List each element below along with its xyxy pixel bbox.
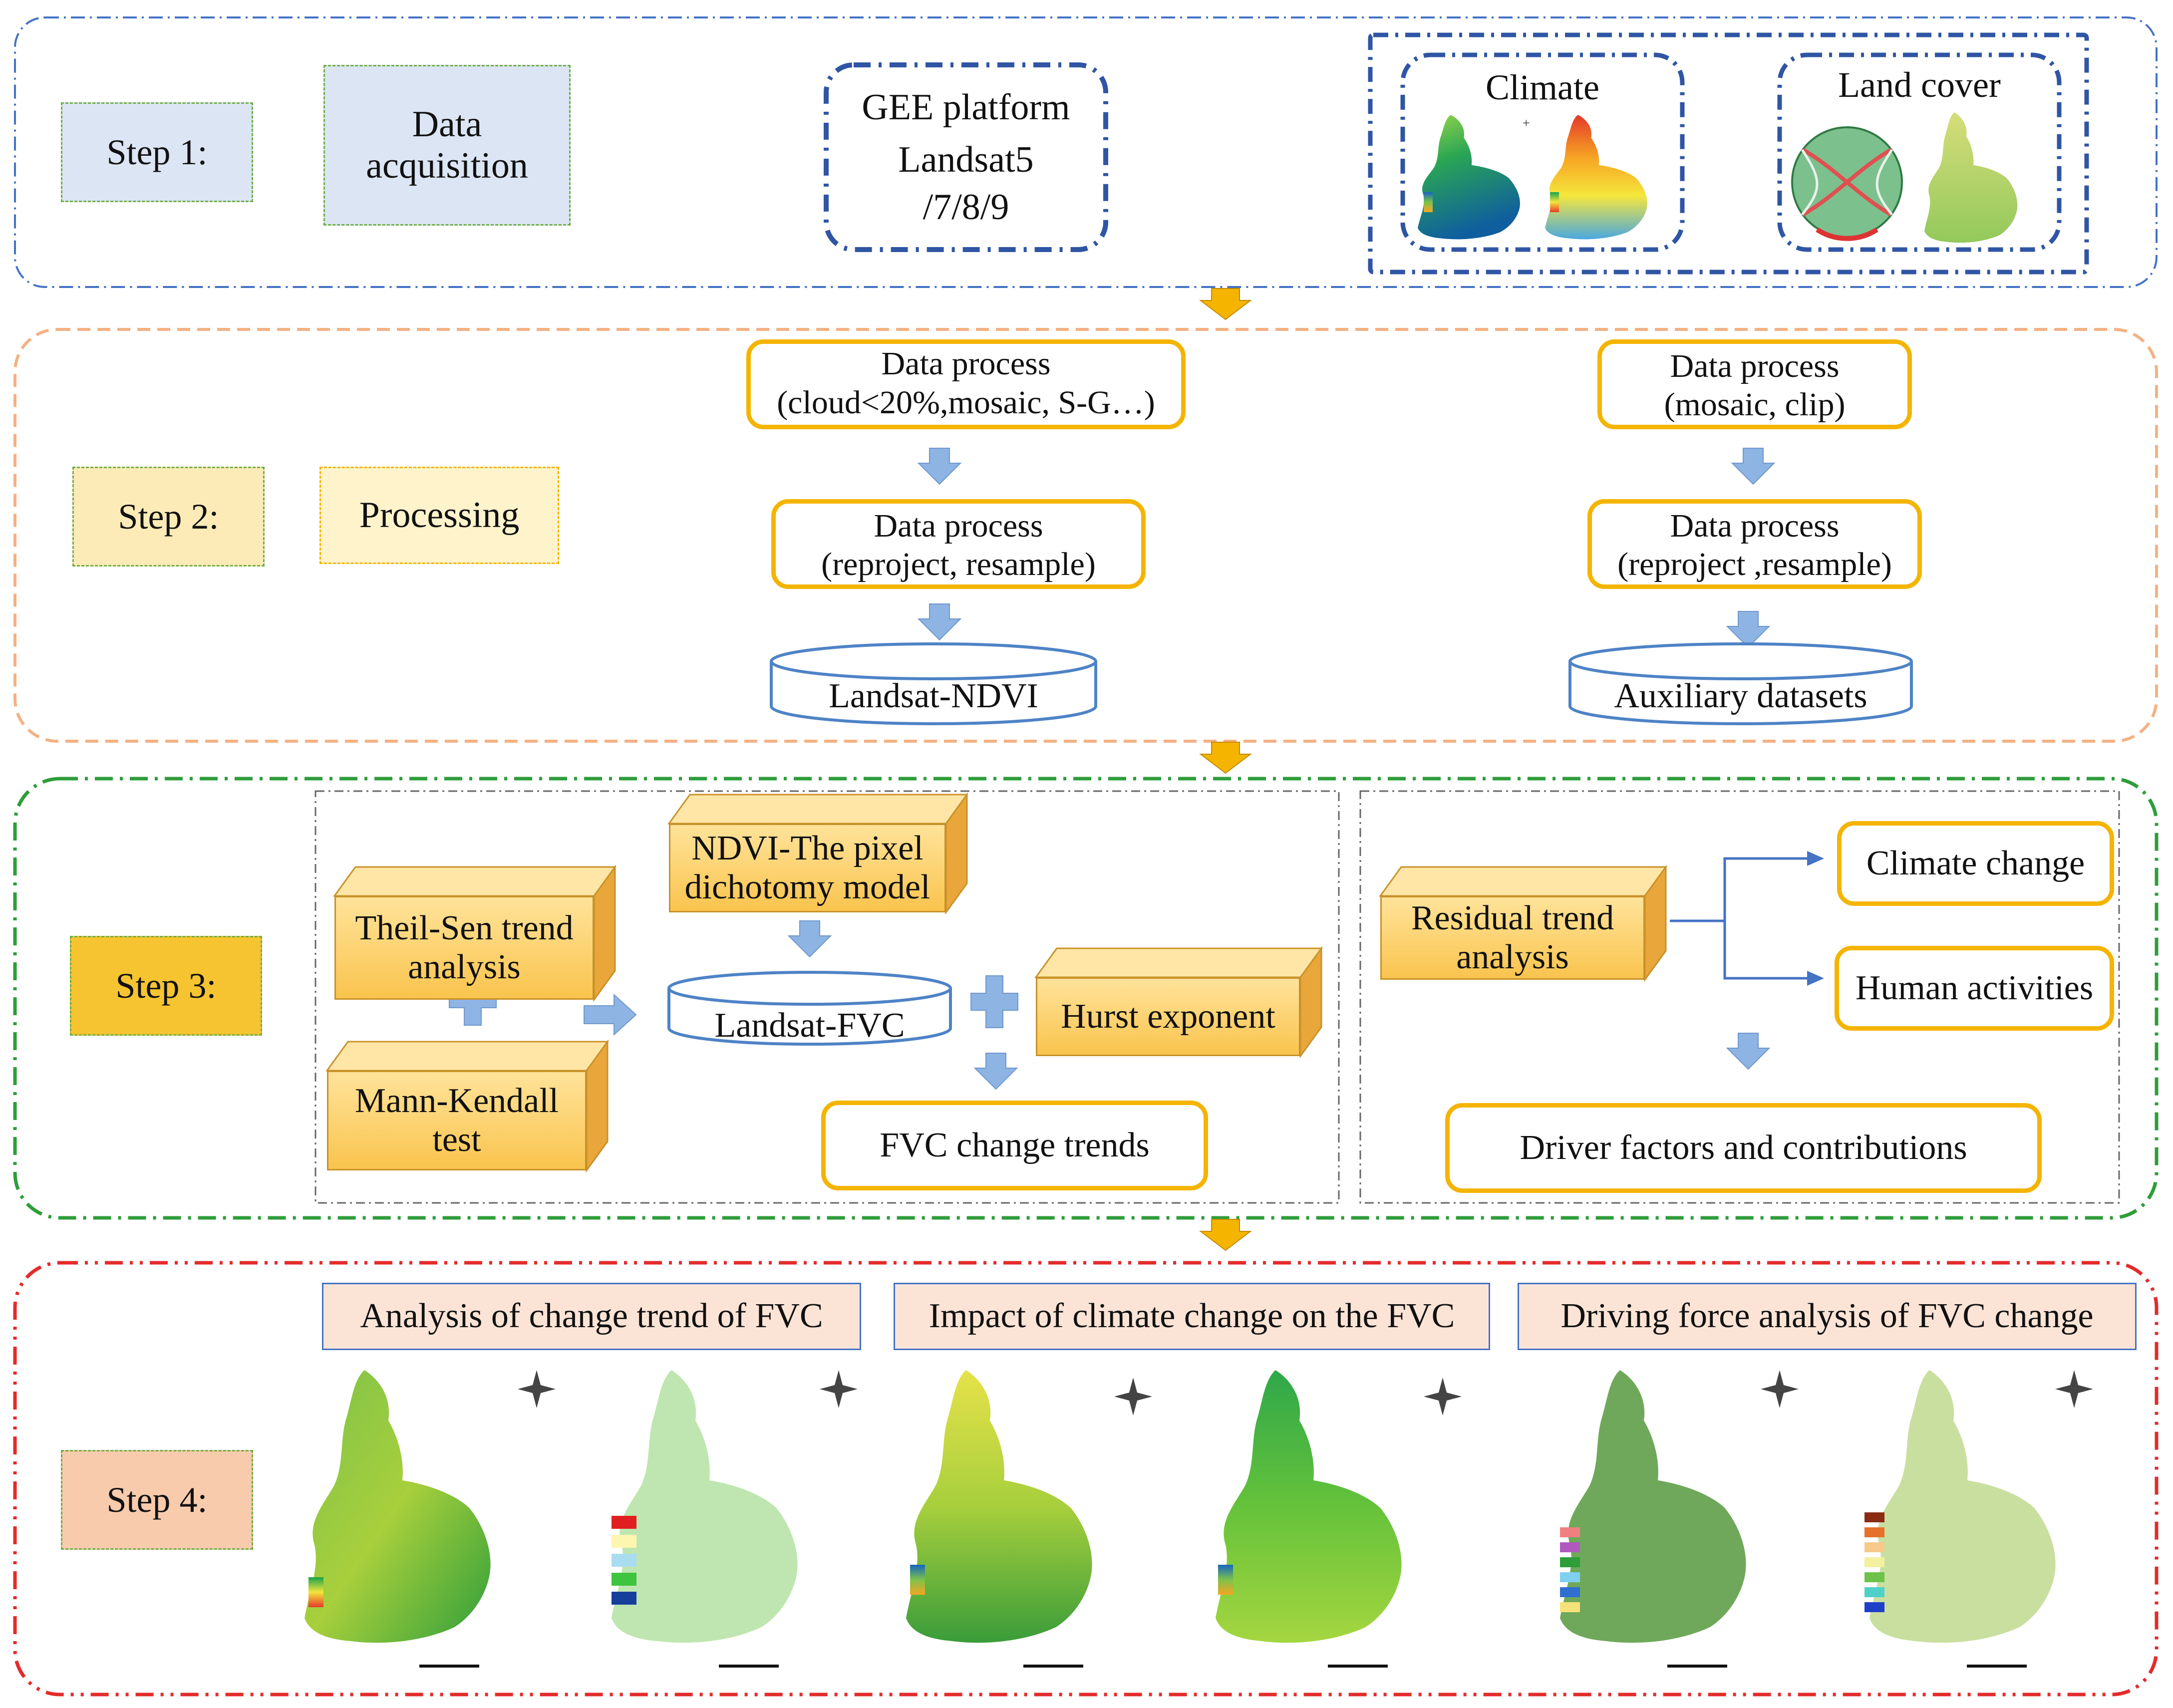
climate-title: Climate: [1486, 67, 1599, 107]
fvc-class-legend: [612, 1516, 636, 1605]
landcover-map: [1924, 112, 2018, 243]
landcover-chord-diagram: [1791, 126, 1903, 241]
landsat-ndvi-label: Landsat-NDVI: [829, 676, 1038, 715]
orange-arrow-2: [1199, 742, 1252, 774]
data-acquisition-box: Data acquisition: [323, 65, 571, 226]
step1-label: Step 1:: [61, 102, 253, 202]
aux-data-frame: [1368, 32, 2089, 275]
driver-factor-legend: [1560, 1527, 1580, 1612]
climate-change-box: Climate change: [1837, 821, 2114, 906]
step4-header-trend: Analysis of change trend of FVC: [322, 1283, 861, 1350]
driver-factors-box: Driver factors and contributions: [1445, 1103, 2042, 1193]
left-process-1-line2: (cloud<20%,mosaic, S-G…): [777, 384, 1155, 421]
step2-frame: [13, 328, 2158, 743]
down-arrow-r2: [1726, 611, 1771, 648]
auxiliary-datasets-label: Auxiliary datasets: [1614, 676, 1867, 715]
gee-line1: GEE platform: [862, 86, 1070, 128]
step4-header-climate: Impact of climate change on the FVC: [894, 1283, 1490, 1350]
step4-frame: [13, 1261, 2159, 1697]
right-process-2-line2: (reproject ,resample): [1617, 546, 1892, 583]
contribution-legend: [1864, 1512, 1884, 1612]
plus-sign-right: [970, 975, 1018, 1028]
processing-box: Processing: [319, 467, 559, 564]
down-arrow-r1: [1731, 448, 1776, 485]
orange-arrow-3: [1199, 1219, 1252, 1251]
north-arrows: [518, 1370, 2093, 1416]
climate-precip-map: [1418, 115, 1520, 240]
landsat-fvc-label: Landsat-FVC: [714, 1006, 905, 1045]
down-arrow-l2: [917, 603, 962, 641]
down-arrow-l1: [917, 448, 962, 485]
residual-connector: [1670, 857, 1810, 922]
left-process-1-line1: Data process: [881, 345, 1051, 382]
left-process-2-line2: (reproject, resample): [821, 546, 1096, 583]
ndvi-model-box: NDVI-The pixel dichotomy model: [669, 824, 946, 912]
step1-frame: [14, 16, 2158, 288]
step3-frame: [13, 777, 2159, 1220]
down-arrow-ndvi: [787, 920, 832, 958]
right-process-1: Data process (mosaic, clip): [1597, 339, 1912, 429]
step3-left-frame: [314, 790, 1340, 1204]
driver-factor-map: [1560, 1370, 1746, 1643]
orange-arrow-1: [1199, 288, 1252, 320]
cylinder-auxiliary: [1568, 642, 1913, 725]
step4-label: Step 4:: [61, 1450, 253, 1550]
right-process-1-line1: Data process: [1670, 348, 1840, 385]
right-process-2: Data process (reproject ,resample): [1587, 499, 1922, 589]
gee-line3: /7/8/9: [923, 186, 1009, 228]
residual-connector-2: [1723, 921, 1810, 980]
gee-line2: Landsat5: [898, 139, 1034, 180]
human-activities-box: Human activities: [1835, 946, 2114, 1031]
climate-temp-map: [1545, 115, 1647, 240]
partial-corr-temp-map: [1216, 1370, 1402, 1643]
left-process-2-line1: Data process: [874, 508, 1043, 545]
cylinder-landsat-fvc: [667, 971, 952, 1046]
mann-kendall-box: Mann-Kendall test: [327, 1071, 587, 1170]
fvc-trend-map: [305, 1370, 491, 1643]
svg-text:+: +: [1523, 116, 1530, 130]
residual-trend-box: Residual trend analysis: [1380, 896, 1645, 980]
landcover-title: Land cover: [1838, 64, 2001, 105]
left-process-1: Data process (cloud<20%,mosaic, S-G…): [746, 339, 1186, 429]
partial-corr-precip-map: [906, 1370, 1092, 1643]
step3-right-frame: [1359, 790, 2120, 1204]
step2-label: Step 2:: [72, 467, 265, 567]
right-arrow-theil: [584, 993, 637, 1036]
down-arrow-driver: [1726, 1033, 1771, 1070]
fvc-class-map: [612, 1370, 798, 1643]
hurst-box: Hurst exponent: [1036, 977, 1300, 1056]
right-process-2-line1: Data process: [1670, 508, 1840, 545]
gee-frame: [824, 62, 1108, 252]
down-arrow-fvc: [973, 1053, 1018, 1090]
theil-sen-box: Theil-Sen trend analysis: [334, 896, 594, 1000]
step4-header-driving: Driving force analysis of FVC change: [1518, 1283, 2137, 1350]
cylinder-landsat-ndvi: [770, 642, 1097, 725]
fvc-trends-box: FVC change trends: [821, 1101, 1208, 1190]
left-process-2: Data process (reproject, resample): [771, 499, 1146, 589]
contribution-rate-map: [1869, 1370, 2056, 1643]
right-process-1-line2: (mosaic, clip): [1664, 386, 1846, 423]
step3-label: Step 3:: [70, 936, 262, 1036]
